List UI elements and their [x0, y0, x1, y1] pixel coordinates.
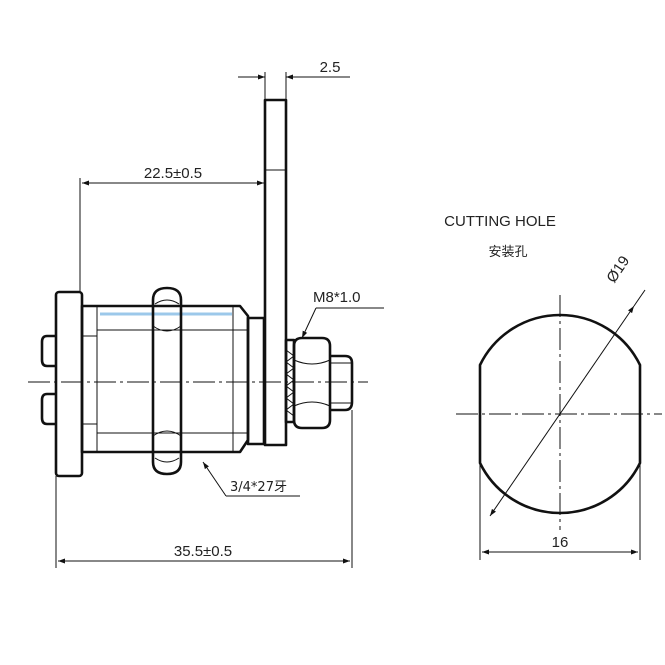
overall-length-label: 35.5±0.5	[174, 543, 232, 560]
washer	[246, 316, 266, 446]
hole-width-label: 16	[552, 534, 569, 551]
hex-nut-body	[151, 286, 183, 476]
hex-nut-face-upper	[152, 325, 182, 332]
hex-nut-face-lower	[152, 430, 182, 437]
cutting-hole-view: CUTTING HOLE 安装孔 Ø19 16	[444, 213, 662, 560]
hole-diameter-line	[489, 305, 635, 517]
cam-lock-side-view	[28, 98, 368, 478]
dimension-plate-thickness: 2.5	[238, 59, 350, 100]
plate-thickness-label: 2.5	[320, 59, 341, 76]
callout-nut-thread: M8*1.0	[301, 289, 384, 339]
front-flange	[54, 290, 84, 478]
dimension-body-length: 22.5±0.5	[79, 165, 264, 292]
key-bump-upper	[40, 334, 56, 368]
key-bump-lower	[40, 392, 56, 426]
m8-nut	[292, 336, 332, 430]
m8-nut-face-lower	[293, 401, 331, 407]
nut-thread-label: M8*1.0	[313, 289, 361, 306]
hex-nut-chamfer-top	[154, 299, 180, 305]
hex-nut-chamfer-bottom	[154, 457, 180, 463]
hole-diameter-label: Ø19	[603, 253, 633, 286]
body-length-label: 22.5±0.5	[144, 165, 202, 182]
cutting-hole-title: CUTTING HOLE	[444, 213, 556, 230]
dimension-overall-length: 35.5±0.5	[55, 410, 353, 568]
spring-washer-serration	[285, 349, 295, 417]
m8-nut-face-upper	[293, 359, 331, 365]
m8-stud	[330, 354, 354, 412]
body-thread-label: 3/4*27牙	[230, 480, 287, 495]
lock-body	[80, 304, 250, 454]
cutting-hole-subtitle: 安装孔	[488, 245, 527, 260]
cam-plate	[263, 98, 288, 447]
callout-body-thread: 3/4*27牙	[202, 461, 300, 497]
